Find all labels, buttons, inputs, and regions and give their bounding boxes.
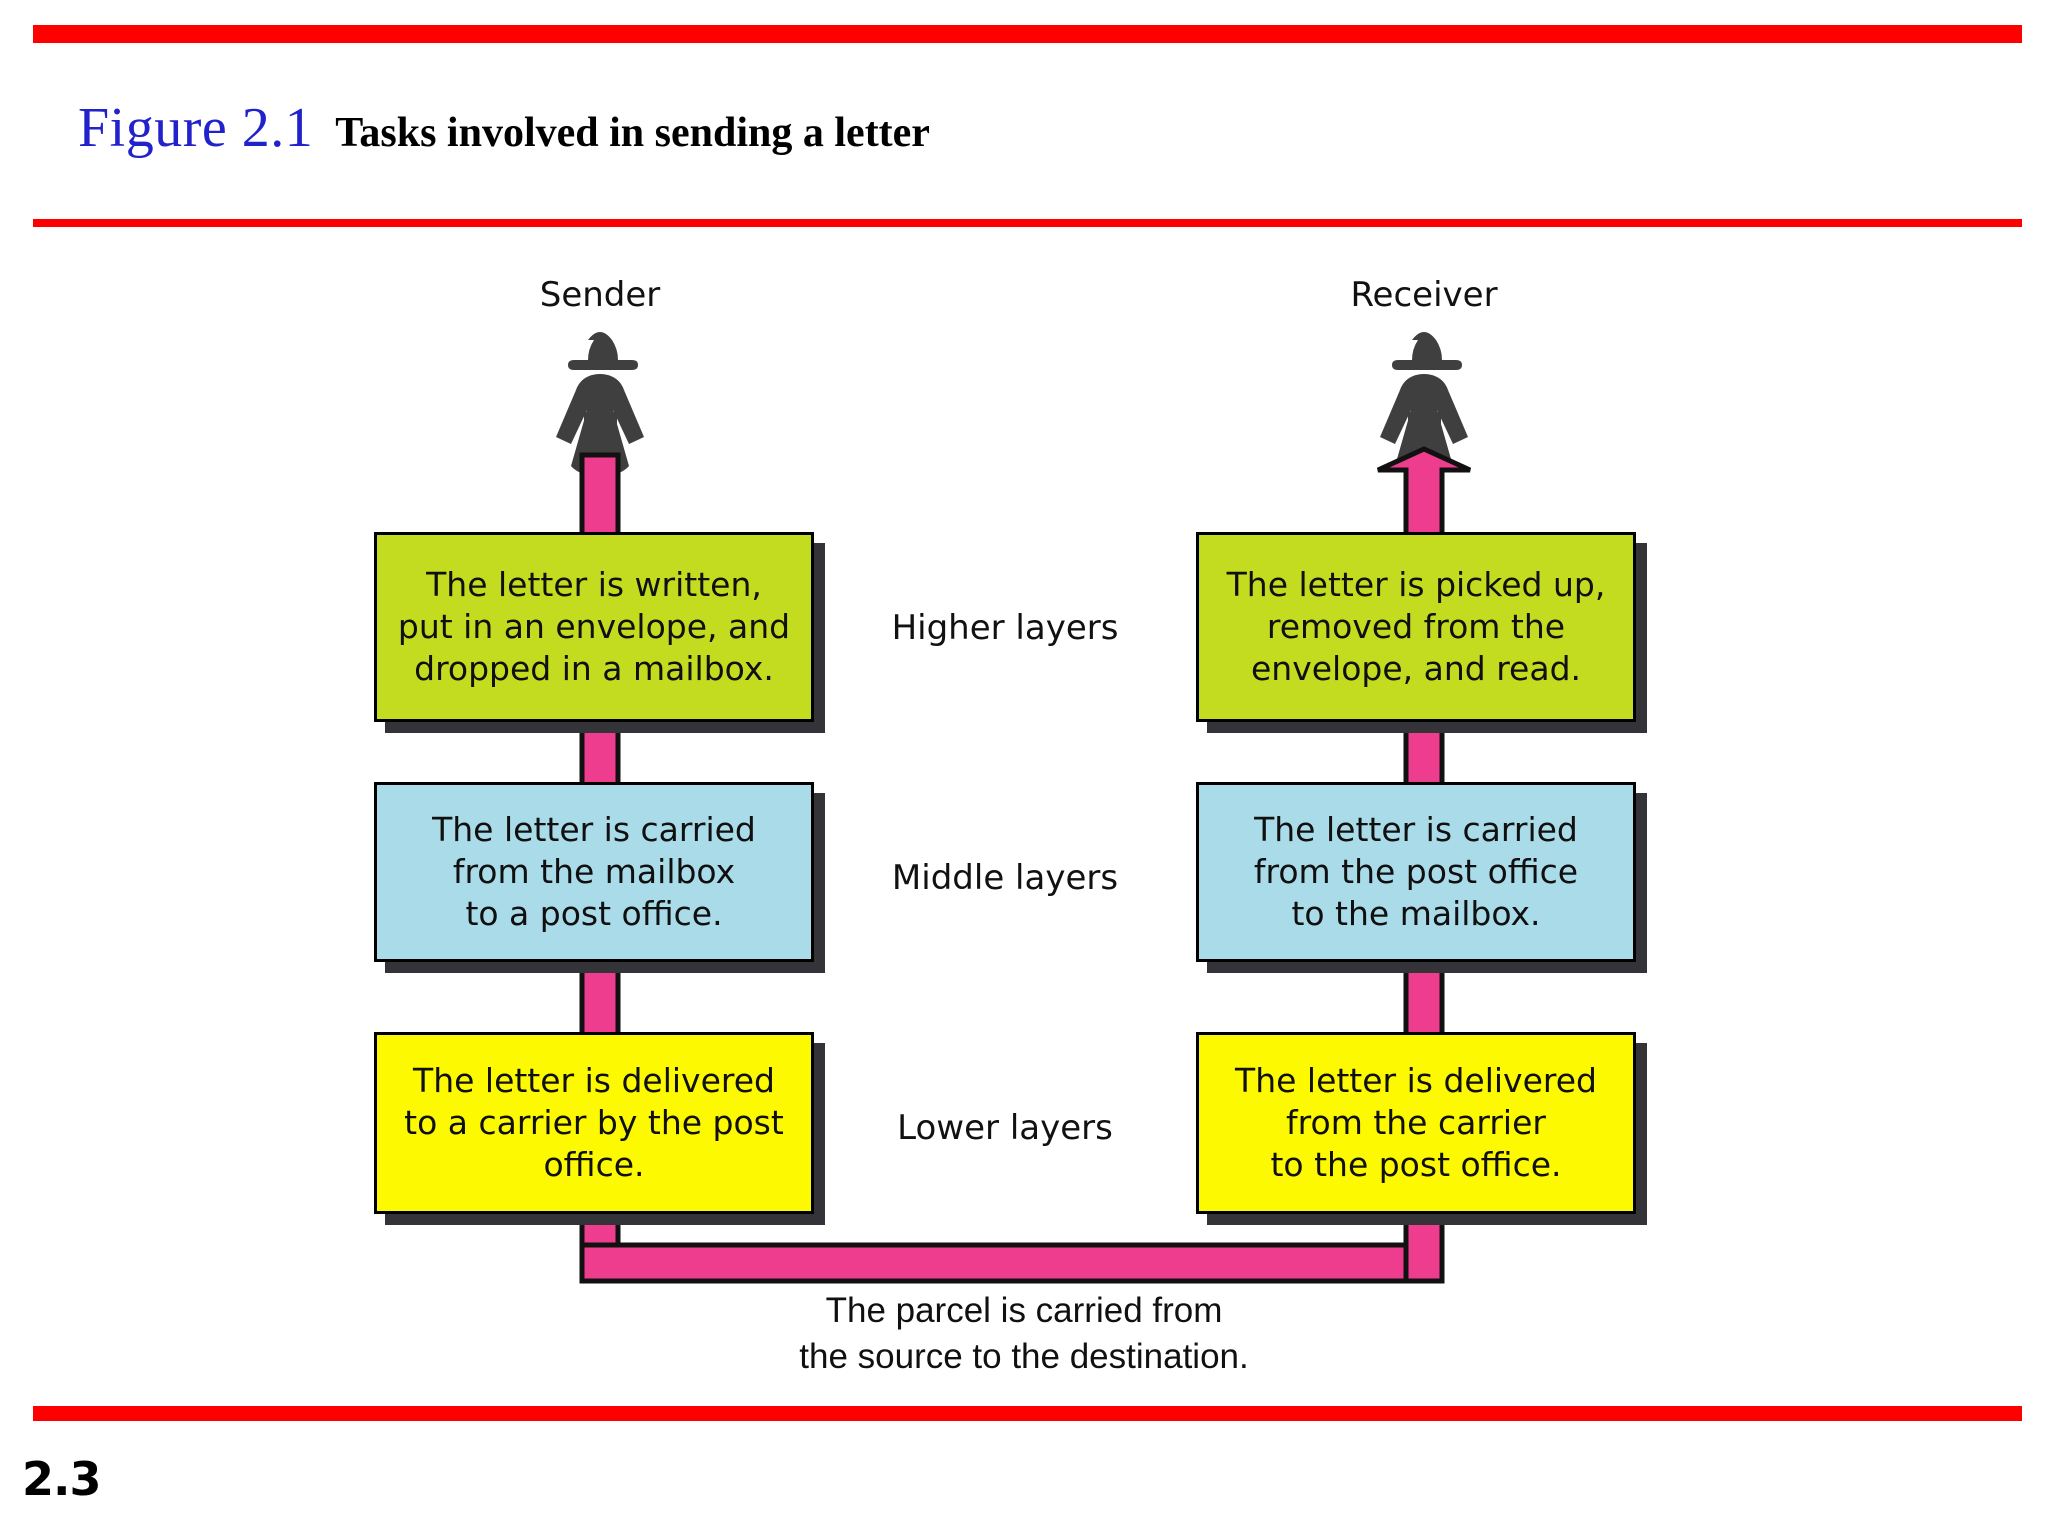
figure-title: Tasks involved in sending a letter <box>335 110 930 156</box>
sender-higher-layer-box[interactable]: The letter is written,put in an envelope… <box>374 532 814 722</box>
bottom-path-connector <box>579 1242 1445 1284</box>
sender-label: Sender <box>539 275 661 315</box>
receiver-higher-layer-box[interactable]: The letter is picked up,removed from the… <box>1196 532 1636 722</box>
slide-page-number: 2.3 <box>22 1452 101 1506</box>
higher-layers-caption: Higher layers <box>891 608 1119 648</box>
lower-layers-caption: Lower layers <box>897 1108 1113 1148</box>
sender-person-icon <box>556 332 644 477</box>
receiver-higher-layer-text: The letter is picked up,removed from the… <box>1226 565 1606 688</box>
sender-higher-layer-text: The letter is written,put in an envelope… <box>397 565 791 688</box>
receiver-label: Receiver <box>1350 275 1498 315</box>
receiver-person-icon <box>1380 332 1468 477</box>
figure-heading: Figure 2.1 Tasks involved in sending a le… <box>78 96 930 160</box>
figure-number: Figure 2.1 <box>78 97 314 159</box>
top-red-rule <box>33 25 2022 43</box>
header-red-rule <box>33 219 2022 227</box>
middle-layers-caption: Middle layers <box>891 858 1119 898</box>
bottom-red-rule <box>33 1406 2022 1421</box>
